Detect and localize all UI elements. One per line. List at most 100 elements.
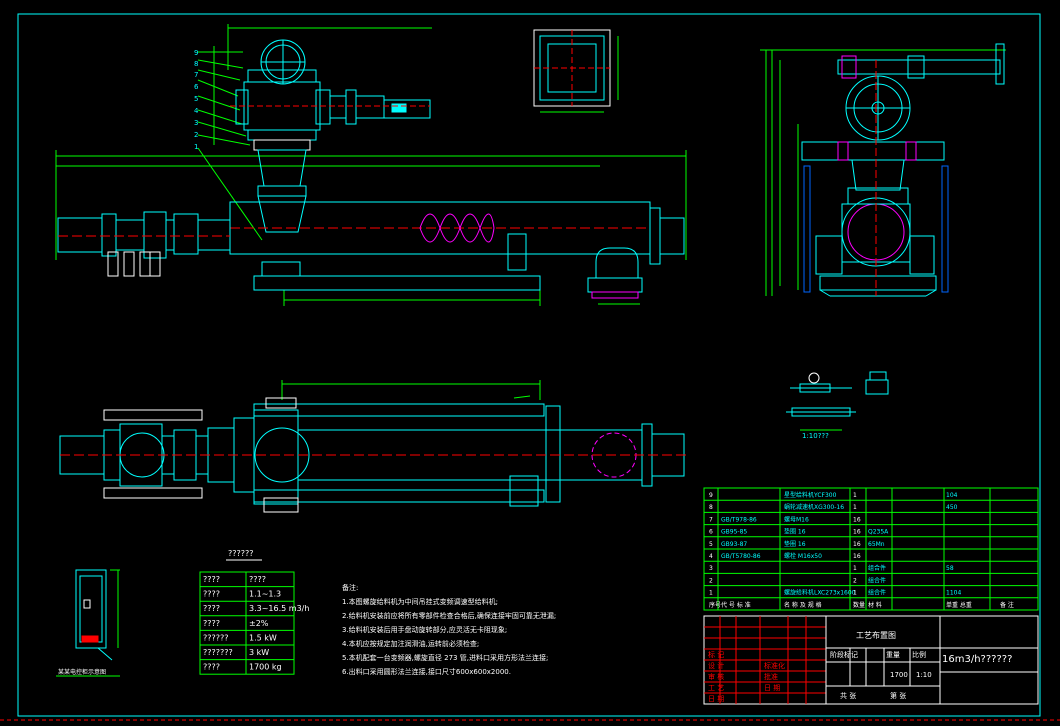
svg-text:5: 5 xyxy=(194,95,198,103)
bom-code: GB93-87 xyxy=(721,541,747,548)
bom-header-cell: 材 料 xyxy=(868,601,882,609)
spec-table-title: ?????? xyxy=(228,549,253,558)
bom-name: 垫圈 16 xyxy=(784,540,806,548)
control-cabinet-view: 某某电控柜示意图 xyxy=(56,569,120,677)
drawing-border xyxy=(17,13,1041,717)
svg-text:7: 7 xyxy=(194,71,198,79)
bom-weight: 58 xyxy=(946,565,954,572)
spec-row-value: ???? xyxy=(249,575,266,584)
top-view xyxy=(59,380,686,513)
titleblock-row-label: 工 艺 xyxy=(708,684,724,692)
note-line: 2.给料机安装前应将所有零部件检查合格后,确保连接牢固可靠无泄漏; xyxy=(342,611,556,620)
scale-value: 1:10 xyxy=(916,671,932,679)
bom-no: 6 xyxy=(709,529,713,536)
bom-material: Q235A xyxy=(868,529,889,536)
weight-label: 重量 xyxy=(886,651,900,659)
spec-table-frame xyxy=(199,571,295,675)
front-view: 987 654 321 xyxy=(55,24,687,306)
bom-qty: 16 xyxy=(853,553,861,560)
sheet-of-label: 第 张 xyxy=(890,691,906,700)
svg-text:3: 3 xyxy=(194,119,198,127)
note-line: 5.本机配套一台变频器,螺旋直径 273 管,进料口采用方形法兰连接; xyxy=(342,653,548,662)
bom-weight: 104 xyxy=(946,492,958,499)
bom-name: 螺母M16 xyxy=(784,515,809,523)
bom-name: 星型给料机YCF300 xyxy=(784,491,837,499)
spec-row-label: ?????? xyxy=(203,633,228,642)
titleblock-row-label: 日 期 xyxy=(708,695,724,703)
bom-qty: 1 xyxy=(853,492,857,499)
bom-code: GB/T978-86 xyxy=(721,516,757,523)
note-line: 3.给料机安装后用手盘动旋转部分,应灵活无卡阻现象; xyxy=(342,625,507,634)
notes-block: 备注: 1.本图螺旋给料机为中间吊挂式变频调速型给料机;2.给料机安装前应将所有… xyxy=(342,583,556,676)
bom-no: 7 xyxy=(709,516,713,523)
spec-row-value: 1.1~1.3 xyxy=(249,590,281,599)
notes-heading: 备注: xyxy=(342,583,358,592)
spec-row-value: 1.5 kW xyxy=(249,633,277,642)
bom-name: 蜗轮减速机XG300-16 xyxy=(784,503,844,511)
bom-qty: 2 xyxy=(853,577,857,584)
bom-qty: 1 xyxy=(853,590,857,597)
spec-row-label: ???? xyxy=(203,575,220,584)
bom-no: 5 xyxy=(709,541,713,548)
bom-header-cell: 序号 xyxy=(709,601,721,609)
stage-label: 阶段标记 xyxy=(830,650,858,659)
weight-value: 1700 xyxy=(890,671,908,679)
bom-name: 垫圈 16 xyxy=(784,528,806,536)
bom-qty: 16 xyxy=(853,516,861,523)
bom-no: 1 xyxy=(709,590,713,597)
bom-header-cell: 单重 总重 xyxy=(946,601,972,609)
bom-material: 65Mn xyxy=(868,541,885,548)
bom-header-cell: 名 称 及 规 格 xyxy=(784,601,822,609)
spec-table: ?????? ???????????? 1.1~1.3???? 3.3~16.5 m… xyxy=(199,549,309,675)
bom-header-cell: 数量 xyxy=(853,601,865,609)
bom-no: 8 xyxy=(709,504,713,511)
bom-qty: 1 xyxy=(853,565,857,572)
bom-qty: 1 xyxy=(853,504,857,511)
spec-row-value: 3 kW xyxy=(249,648,269,657)
bom-header-cell: 代 号 标 准 xyxy=(721,601,751,609)
titleblock-row-label: 标 记 xyxy=(708,650,724,659)
titleblock-mid-label: 日 期 xyxy=(764,684,780,692)
svg-text:6: 6 xyxy=(194,83,199,91)
bom-code: GB95-85 xyxy=(721,529,747,536)
flange-detail-view xyxy=(533,29,619,113)
titleblock-row-label: 审 核 xyxy=(708,672,724,681)
bom-weight: 450 xyxy=(946,504,958,511)
bom-qty: 16 xyxy=(853,541,861,548)
bom-material: 组合件 xyxy=(868,589,886,597)
spec-row-value: 1700 kg xyxy=(249,663,282,672)
titleblock-row-label: 设 计 xyxy=(708,661,724,670)
spec-row-label: ??????? xyxy=(203,648,233,657)
drawing-title: 16m3/h?????? xyxy=(942,654,1012,665)
bom-no: 3 xyxy=(709,565,713,572)
svg-text:4: 4 xyxy=(194,107,199,115)
bom-weight: 1104 xyxy=(946,590,961,597)
svg-text:1: 1 xyxy=(194,143,198,151)
spec-row-label: ???? xyxy=(203,663,220,672)
small-detail-caption: 1:10??? xyxy=(802,432,829,440)
project-title: 工艺布置图 xyxy=(856,630,896,640)
bom-material: 组合件 xyxy=(868,564,886,572)
bom-code: GB/T5780-86 xyxy=(721,553,761,560)
spec-row-label: ???? xyxy=(203,604,220,613)
side-view xyxy=(760,43,1006,297)
svg-text:8: 8 xyxy=(194,60,198,68)
spec-row-value: 3.3~16.5 m3/h xyxy=(249,604,309,613)
bom-no: 4 xyxy=(709,553,713,560)
spec-row-label: ???? xyxy=(203,619,220,628)
titleblock-mid-label: 标准化 xyxy=(764,661,785,670)
bom-name: 螺栓 M16x50 xyxy=(784,552,822,560)
control-cabinet-label: 某某电控柜示意图 xyxy=(58,668,106,676)
bom-qty: 16 xyxy=(853,529,861,536)
bom-material: 组合件 xyxy=(868,576,886,584)
sheet-label: 共 张 xyxy=(840,691,856,700)
titleblock-mid-label: 批准 xyxy=(764,672,778,681)
bom-no: 2 xyxy=(709,577,713,584)
note-line: 6.出料口采用圆形法兰连接,接口尺寸600x600x2000. xyxy=(342,667,511,676)
small-detail-view: 1:10??? xyxy=(786,371,889,440)
bom-no: 9 xyxy=(709,492,713,499)
spec-row-label: ???? xyxy=(203,590,220,599)
